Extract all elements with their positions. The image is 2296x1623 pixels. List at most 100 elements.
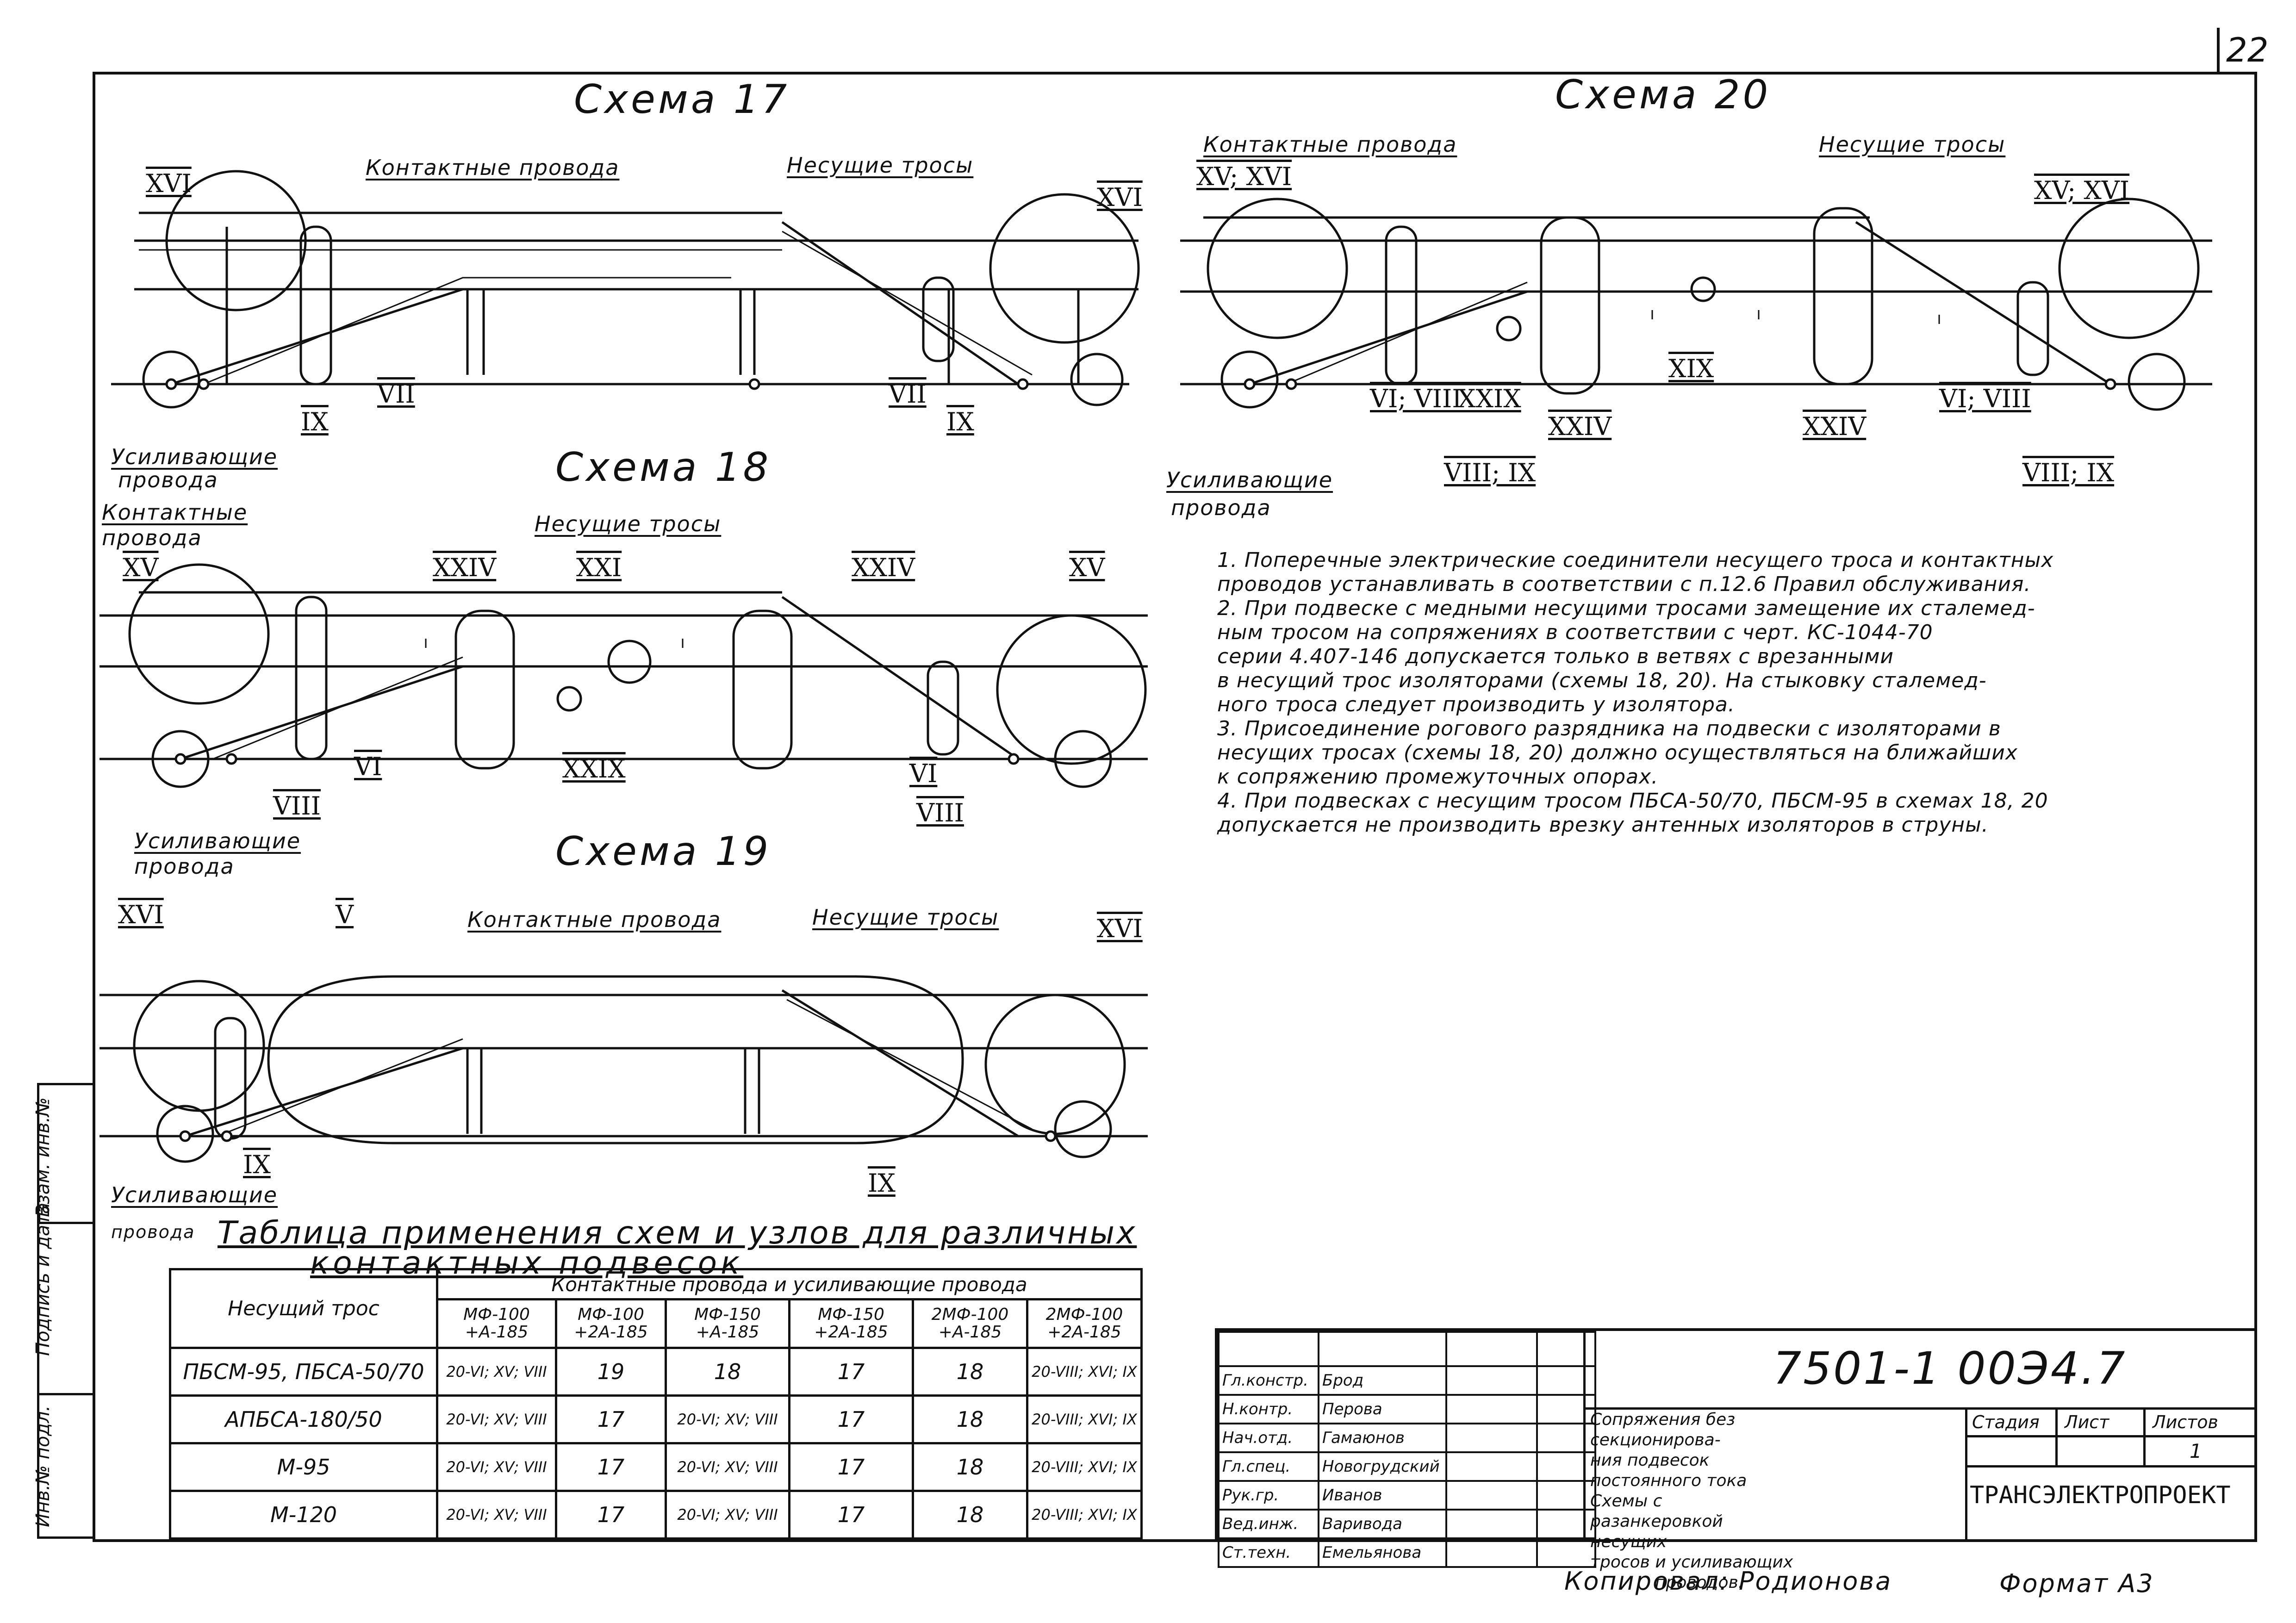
tb-divider xyxy=(1965,1407,1967,1542)
table-cell: 18 xyxy=(912,1490,1028,1540)
tb-signature xyxy=(1445,1394,1538,1424)
scheme-20-node-label: XXIV xyxy=(1803,412,1867,441)
table-head-group: Контактные провода и усиливающие провода xyxy=(436,1268,1143,1300)
sheet-number-box: 22 xyxy=(2217,28,2275,72)
note-line: к сопряжению промежуточных опорах. xyxy=(1217,765,1659,789)
scheme-20-node-label: VIII; IX xyxy=(2022,458,2115,487)
table-cell: 18 xyxy=(912,1347,1028,1397)
notes-block: 1. Поперечные электрические соединители … xyxy=(1217,548,2249,837)
scheme-20-contact-label: Контактные провода xyxy=(1203,132,1457,157)
application-table: Несущий трос Контактные провода и усилив… xyxy=(169,1268,1143,1540)
tb-sheets-value: 1 xyxy=(2190,1440,2202,1462)
scheme-18-node-label: VI xyxy=(354,752,382,781)
scheme-20-node-label: XIX xyxy=(1668,354,1714,383)
tb-divider xyxy=(2143,1407,2146,1465)
table-head-carrier: Несущий трос xyxy=(169,1268,438,1349)
scheme-17-contact-label: Контактные провода xyxy=(366,155,620,180)
tb-divider xyxy=(1583,1331,1586,1539)
table-cell: 17 xyxy=(788,1442,914,1492)
table-cell: 20-VI; XV; VIII xyxy=(436,1394,557,1444)
table-cell: 17 xyxy=(555,1490,667,1540)
table-row: АПБСА-180/50 20-VI; XV; VIII 17 20-VI; X… xyxy=(169,1394,1143,1444)
tb-signature xyxy=(1445,1451,1538,1482)
scheme-19-node-label: XVI xyxy=(118,900,164,929)
scheme-19-contact-label: Контактные провода xyxy=(467,907,722,932)
table-cell: 20-VI; XV; VIII xyxy=(436,1490,557,1540)
scheme-20-carrier-label: Несущие тросы xyxy=(1819,132,2006,157)
scheme-20-title: Схема 20 xyxy=(1555,72,1771,118)
table-cell-carrier: М-120 xyxy=(169,1490,438,1540)
signatures-table: Гл.констр.Брод Н.контр.Перова Нач.отд.Га… xyxy=(1218,1331,1596,1568)
note-line: несущих тросах (схемы 18, 20) должно осу… xyxy=(1217,741,2018,765)
table-cell: 20-VIII; XVI; IX xyxy=(1026,1490,1143,1540)
table-title: Таблица применения схем и узлов для разл… xyxy=(218,1215,1137,1251)
side-stamp-divider xyxy=(37,1222,93,1224)
table-cell: 18 xyxy=(912,1442,1028,1492)
scheme-18-reinforce-label: Усиливающие xyxy=(134,828,301,853)
table-cell: 20-VI; XV; VIII xyxy=(665,1394,790,1444)
scheme-18-node-label: XV xyxy=(123,553,159,582)
tb-divider xyxy=(1965,1435,2254,1437)
scheme-18-reinforce-label-2: провода xyxy=(134,854,235,879)
copied-by: Копировал: Родионова xyxy=(1564,1567,1892,1596)
tb-sheets-label: Листов xyxy=(2153,1412,2218,1432)
side-stamp-frame xyxy=(37,1083,95,1539)
note-line: в несущий трос изоляторами (схемы 18, 20… xyxy=(1217,669,1987,692)
scheme-20-reinforce-label: Усиливающие xyxy=(1166,467,1333,492)
scheme-17-reinforce-label: Усиливающие xyxy=(111,444,278,469)
side-stamp-divider xyxy=(37,1393,93,1395)
scheme-18-carrier-label: Несущие тросы xyxy=(535,511,722,536)
note-line: ным тросом на сопряжениях в соответствии… xyxy=(1217,621,1933,644)
tb-signature xyxy=(1445,1537,1538,1568)
tb-signature xyxy=(1445,1365,1538,1396)
scheme-17-drawing xyxy=(111,170,1140,409)
note-line: допускается не производить врезку антенн… xyxy=(1217,813,1989,837)
scheme-18-node-label: VIII xyxy=(916,798,964,827)
scheme-17-title: Схема 17 xyxy=(574,76,790,123)
tb-name: Иванов xyxy=(1318,1480,1447,1511)
table-cell: 18 xyxy=(665,1347,790,1397)
table-col-head: 2МФ-100 +2А-185 xyxy=(1026,1298,1143,1349)
tb-description-line: Схемы с разанкеровкой несущих xyxy=(1590,1492,1723,1551)
scheme-18-node-label: VI xyxy=(909,759,938,788)
tb-name: Новогрудский xyxy=(1318,1451,1447,1482)
table-col-head: МФ-150 +А-185 xyxy=(665,1298,790,1349)
table-cell: 20-VI; XV; VIII xyxy=(665,1442,790,1492)
tb-divider xyxy=(1965,1465,2254,1468)
table-col-head: МФ-150 +2А-185 xyxy=(788,1298,914,1349)
table-row: М-95 20-VI; XV; VIII 17 20-VI; XV; VIII … xyxy=(169,1442,1143,1492)
tb-role: Ст.техн. xyxy=(1218,1537,1319,1568)
scheme-18-node-label: VIII xyxy=(273,791,321,821)
scheme-18-node-label: XXIV xyxy=(852,553,915,582)
scheme-20-node-label: VI; VIII xyxy=(1370,384,1462,413)
note-line: серии 4.407-146 допускается только в вет… xyxy=(1217,645,1894,668)
tb-name: Брод xyxy=(1318,1365,1447,1396)
tb-divider xyxy=(1583,1407,2254,1410)
note-line: 2. При подвеске с медными несущими троса… xyxy=(1217,597,2035,620)
scheme-20-node-label: VIII; IX xyxy=(1444,458,1536,487)
table-cell: 20-VI; XV; VIII xyxy=(436,1442,557,1492)
table-cell: 20-VIII; XVI; IX xyxy=(1026,1347,1143,1397)
tb-signature xyxy=(1445,1423,1538,1453)
tb-description-line: тросов и усиливающих xyxy=(1590,1553,1793,1572)
scheme-20-drawing xyxy=(1180,198,2212,411)
scheme-20-reinforce-label-2: провода xyxy=(1171,495,1271,520)
tb-name: Варивода xyxy=(1318,1509,1447,1539)
tb-sheet-label: Лист xyxy=(2065,1412,2109,1432)
table-cell: 17 xyxy=(555,1442,667,1492)
sheet-number: 22 xyxy=(2226,31,2269,69)
note-line: проводов устанавливать в соответствии с … xyxy=(1217,572,2031,596)
table-col-head: МФ-100 +2А-185 xyxy=(555,1298,667,1349)
scheme-19-reinforce-label: Усиливающие xyxy=(111,1182,278,1207)
note-line: 3. Присоединение рогового разрядника на … xyxy=(1217,717,2001,740)
table-cell: 17 xyxy=(555,1394,667,1444)
tb-role: Нач.отд. xyxy=(1218,1423,1319,1453)
scheme-19-title: Схема 19 xyxy=(555,828,772,875)
table-cell: 17 xyxy=(788,1394,914,1444)
table-cell: 17 xyxy=(788,1347,914,1397)
tb-role: Гл.спец. xyxy=(1218,1451,1319,1482)
scheme-18-node-label: XV xyxy=(1069,553,1105,582)
note-line: 1. Поперечные электрические соединители … xyxy=(1217,548,2054,572)
table-row: ПБСМ-95, ПБСА-50/70 20-VI; XV; VIII 19 1… xyxy=(169,1347,1143,1397)
table-cell: 20-VI; XV; VIII xyxy=(665,1490,790,1540)
